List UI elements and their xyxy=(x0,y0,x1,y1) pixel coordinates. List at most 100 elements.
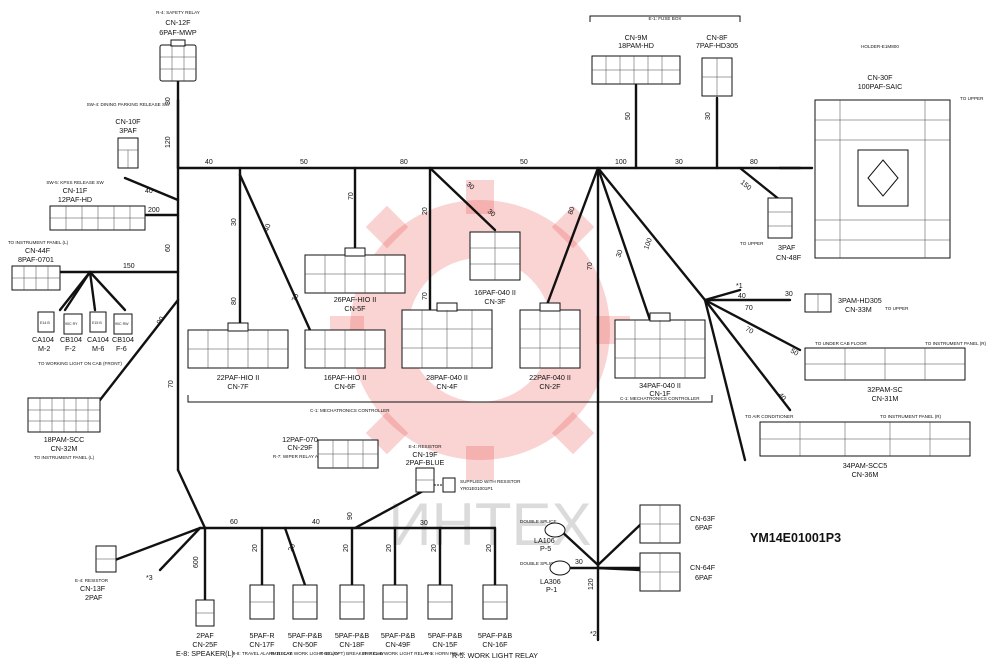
len: 40 xyxy=(205,159,213,166)
svg-text:CN-12F: CN-12F xyxy=(165,18,191,27)
len: 20 xyxy=(287,543,297,553)
connector-cn13f: E-4: RESISTOR CN-13F 2PAF xyxy=(75,545,117,602)
svg-text:18PAM-HD: 18PAM-HD xyxy=(618,41,654,50)
connector-cn15f: 5PAF-P&B CN-15F R-9: HORN RELAY xyxy=(425,584,465,656)
svg-text:TO WORKING LIGHT ON CAB (FRONT: TO WORKING LIGHT ON CAB (FRONT) xyxy=(38,361,122,366)
connector-cn7f: 22PAF-HIO II CN-7F xyxy=(187,322,289,391)
svg-text:16PAF-HIO II: 16PAF-HIO II xyxy=(324,373,367,382)
len: 30 xyxy=(465,181,476,191)
marker-3: *3 xyxy=(146,575,153,582)
svg-text:E-8: SPEAKER(L): E-8: SPEAKER(L) xyxy=(176,649,234,658)
len: 20 xyxy=(422,207,429,215)
marker-2: *2 xyxy=(590,631,597,638)
connector-cn11f: SW-5: KPSS RELEASE SW CN-11F 12PAF-HD xyxy=(46,180,146,231)
svg-text:6PAF: 6PAF xyxy=(695,523,713,532)
len: 80 xyxy=(750,159,758,166)
svg-text:CN-8F: CN-8F xyxy=(706,33,728,42)
len: 20 xyxy=(431,544,438,552)
len: 50 xyxy=(520,159,528,166)
svg-text:E-4: RESISTOR: E-4: RESISTOR xyxy=(75,578,109,583)
svg-text:TO UPPER: TO UPPER xyxy=(960,96,984,101)
len: 70 xyxy=(422,292,429,300)
connector-cn9m: E-1: FUSE BOX CN-9M 18PAM-HD xyxy=(589,15,741,85)
svg-text:CN-4F: CN-4F xyxy=(436,382,458,391)
svg-text:TO UPPER: TO UPPER xyxy=(740,241,764,246)
svg-text:M-6: M-6 xyxy=(92,344,104,353)
len: 70 xyxy=(744,326,754,336)
len: 80 xyxy=(400,159,408,166)
len: 100 xyxy=(615,159,627,166)
marker-1: *1 xyxy=(736,283,743,290)
svg-text:P-1: P-1 xyxy=(546,585,557,594)
svg-text:3PAF: 3PAF xyxy=(778,243,796,252)
work-light-plugs: E14 B CA104 M-2 90C RY CB104 F-2 E15 B C… xyxy=(32,311,134,366)
len: 70 xyxy=(587,262,594,270)
svg-text:R-7: WIPER RELAY ASSY: R-7: WIPER RELAY ASSY xyxy=(273,454,327,459)
len: 30 xyxy=(675,159,683,166)
svg-text:28PAF-040 II: 28PAF-040 II xyxy=(426,373,468,382)
len: 50 xyxy=(789,348,799,358)
len: 40 xyxy=(312,519,320,526)
len: 50 xyxy=(300,159,308,166)
svg-text:F-2: F-2 xyxy=(65,344,76,353)
svg-text:E14 B: E14 B xyxy=(40,321,50,325)
svg-text:CN-16F: CN-16F xyxy=(482,640,508,649)
connector-cn36m: TO AIR CONDITIONER TO INSTRUMENT PANEL (… xyxy=(745,414,971,479)
svg-text:34PAF-040 II: 34PAF-040 II xyxy=(639,381,681,390)
svg-text:TO AIR CONDITIONER: TO AIR CONDITIONER xyxy=(745,414,794,419)
svg-text:CN-1F: CN-1F xyxy=(649,389,671,398)
svg-text:16PAF-040 II: 16PAF-040 II xyxy=(474,288,516,297)
connector-cn12f: R-4: SAFETY RELAY CN-12F 6PAF-MWP xyxy=(156,10,200,82)
svg-text:HOLDER-E1M800: HOLDER-E1M800 xyxy=(861,44,899,49)
fuse-plug-2: 90C RY CB104 F-2 xyxy=(60,313,83,353)
svg-text:22PAF-HIO II: 22PAF-HIO II xyxy=(217,373,260,382)
svg-text:CN-32M: CN-32M xyxy=(51,444,78,453)
len: 80 xyxy=(231,297,238,305)
svg-text:CN-15F: CN-15F xyxy=(432,640,458,649)
svg-text:R-4: SAFETY RELAY: R-4: SAFETY RELAY xyxy=(156,10,200,15)
connector-cn49f: 5PAF-P&B CN-49F R-9: CAB WORK LIGHT RELA… xyxy=(363,584,433,656)
svg-text:6PAF-MWP: 6PAF-MWP xyxy=(159,28,197,37)
svg-text:DOUBLE SPLICE: DOUBLE SPLICE xyxy=(520,561,557,566)
svg-text:CN-3F: CN-3F xyxy=(484,297,506,306)
connector-cn29f: 12PAF-070 CN-29F R-7: WIPER RELAY ASSY xyxy=(273,435,379,469)
connector-cn50f: 5PAF-P&B CN-50F R-11: CAB WORK LIGHT REL… xyxy=(271,584,339,656)
svg-text:CN-64F: CN-64F xyxy=(690,563,716,572)
connector-cn31m: TO UNDER CAB FLOOR TO INSTRUMENT PANEL (… xyxy=(804,341,987,403)
double-splice-la306: DOUBLE SPLICE LA306 P-1 xyxy=(520,560,571,594)
svg-text:CN-29F: CN-29F xyxy=(287,443,313,452)
connector-cn4f: 28PAF-040 II CN-4F xyxy=(401,302,493,391)
svg-text:CN-13F: CN-13F xyxy=(80,584,106,593)
svg-text:LA106: LA106 xyxy=(534,536,555,545)
svg-text:CN-10F: CN-10F xyxy=(115,117,141,126)
svg-text:CN-49F: CN-49F xyxy=(385,640,411,649)
fuse-plug-3: E15 B CA104 M-6 xyxy=(87,311,109,353)
svg-text:TO UNDER CAB FLOOR: TO UNDER CAB FLOOR xyxy=(815,341,867,346)
connector-cn18f: 5PAF-P&B CN-18F R-10: (OPT) BREAKER RELA… xyxy=(320,584,384,656)
svg-text:TO INSTRUMENT PANEL (L): TO INSTRUMENT PANEL (L) xyxy=(8,240,69,245)
svg-text:CN-25F: CN-25F xyxy=(192,640,218,649)
svg-text:LA306: LA306 xyxy=(540,577,561,586)
mech-label-2: C-1: MECHATRONICS CONTROLLER xyxy=(620,396,700,401)
svg-text:90C RY: 90C RY xyxy=(65,322,78,326)
len: 30 xyxy=(165,97,172,105)
len: 70 xyxy=(291,293,300,303)
svg-text:12PAF-HD: 12PAF-HD xyxy=(58,195,92,204)
svg-text:26PAF-HIO II: 26PAF-HIO II xyxy=(334,295,377,304)
svg-text:90C RW: 90C RW xyxy=(115,322,129,326)
connector-cn16f: 5PAF-P&B CN-16F R-5: WORK LIGHT RELAY xyxy=(452,584,538,660)
svg-text:5PAF-P&B: 5PAF-P&B xyxy=(288,631,322,640)
svg-text:CB104: CB104 xyxy=(60,335,82,344)
svg-text:32PAM-SC: 32PAM-SC xyxy=(867,385,902,394)
len: 150 xyxy=(123,263,135,270)
svg-text:TO INSTRUMENT PANEL (L): TO INSTRUMENT PANEL (L) xyxy=(34,455,95,460)
svg-text:CN-30F: CN-30F xyxy=(867,73,893,82)
svg-text:5PAF-P&B: 5PAF-P&B xyxy=(428,631,462,640)
len: 40 xyxy=(263,223,272,233)
len: 20 xyxy=(386,544,393,552)
len: 50 xyxy=(625,112,632,120)
svg-text:100PAF-SAIC: 100PAF-SAIC xyxy=(858,82,903,91)
len: 30 xyxy=(615,249,624,259)
svg-text:12PAF-070: 12PAF-070 xyxy=(282,435,318,444)
len: 60 xyxy=(230,519,238,526)
